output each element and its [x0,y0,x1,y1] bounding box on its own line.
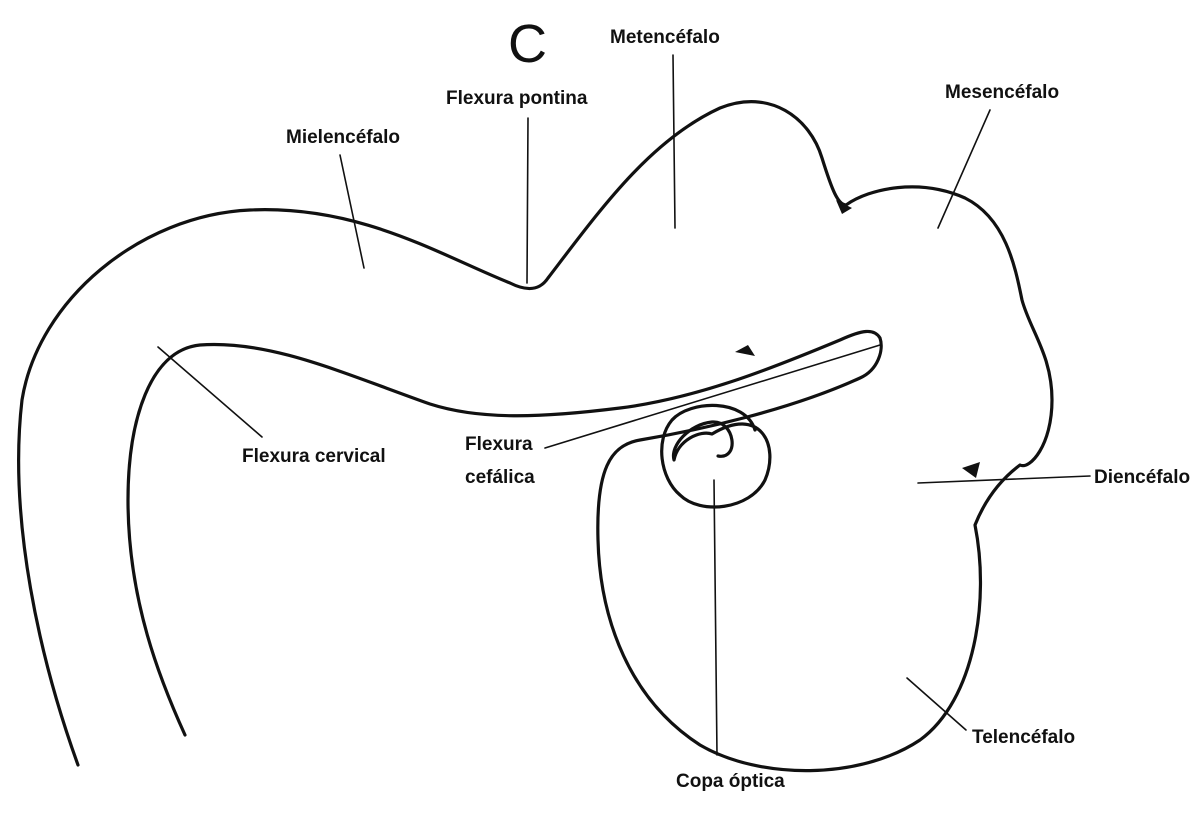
optic-cup [662,405,770,507]
label-telencefalo: Telencéfalo [972,727,1075,748]
leader-copa-optica [714,480,717,755]
label-flexura-cefalica-line1: Flexura [465,434,533,455]
outer-contour [19,102,1052,771]
leader-telencefalo [907,678,966,730]
label-flexura-cefalica-line2: cefálica [465,467,535,488]
leader-flexura-cervical [158,347,262,437]
label-copa-optica: Copa óptica [676,771,785,792]
label-diencefalo: Diencéfalo [1094,467,1190,488]
label-flexura-pontina: Flexura pontina [446,88,588,109]
leader-flexura-pontina [527,118,528,283]
label-mesencefalo: Mesencéfalo [945,82,1059,103]
leader-mielencefalo [340,155,364,268]
label-flexura-cervical: Flexura cervical [242,446,386,467]
panel-letter: C [508,14,547,74]
label-metencefalo: Metencéfalo [610,27,720,48]
notch-flexura-cefalica [735,345,755,356]
label-mielencefalo: Mielencéfalo [286,127,400,148]
leader-metencefalo [673,55,675,228]
notch-diencefalo [962,462,980,478]
